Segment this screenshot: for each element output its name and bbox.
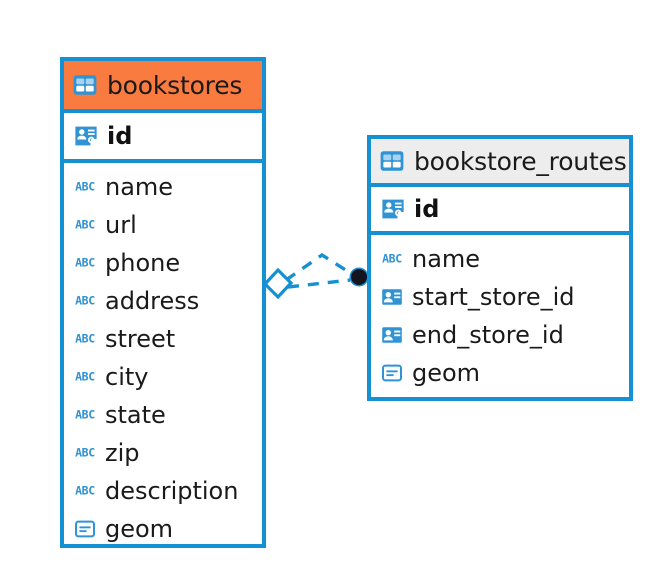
attribute-label: description (105, 477, 239, 505)
abc-text-icon: ABC (380, 247, 404, 271)
geometry-blob-icon (73, 517, 97, 541)
attribute-row-zip[interactable]: ABC zip (64, 434, 262, 472)
attribute-label: geom (105, 515, 174, 543)
attribute-list-bookstores: ABC name ABC url ABC p (64, 163, 262, 554)
attribute-row-id[interactable]: id (371, 187, 629, 235)
svg-text:ABC: ABC (75, 218, 95, 232)
geometry-blob-icon (380, 361, 404, 385)
attribute-label: end_store_id (412, 321, 564, 349)
attribute-label: name (105, 173, 174, 201)
abc-text-icon: ABC (73, 213, 97, 237)
entity-header-bookstore-routes[interactable]: bookstore_routes (371, 139, 629, 187)
attribute-label: city (105, 363, 149, 391)
abc-text-icon: ABC (73, 289, 97, 313)
attribute-label: address (105, 287, 200, 315)
attribute-row-address[interactable]: ABC address (64, 282, 262, 320)
attribute-label: id (414, 195, 440, 223)
svg-text:ABC: ABC (75, 256, 95, 270)
attribute-row-geom[interactable]: geom (64, 510, 262, 548)
attribute-label: url (105, 211, 137, 239)
entity-bookstore-routes[interactable]: bookstore_routes id (367, 135, 633, 401)
attribute-row-start-store-id[interactable]: start_store_id (371, 278, 629, 316)
abc-text-icon: ABC (73, 403, 97, 427)
entity-header-bookstores[interactable]: bookstores (64, 61, 262, 113)
svg-text:ABC: ABC (382, 252, 402, 266)
abc-text-icon: ABC (73, 251, 97, 275)
primary-key-card-icon (73, 123, 99, 149)
attribute-row-end-store-id[interactable]: end_store_id (371, 316, 629, 354)
attribute-row-state[interactable]: ABC state (64, 396, 262, 434)
svg-text:ABC: ABC (75, 180, 95, 194)
attribute-label: zip (105, 439, 140, 467)
foreign-key-card-icon (380, 285, 404, 309)
svg-text:ABC: ABC (75, 370, 95, 384)
entity-bookstores[interactable]: bookstores id (60, 57, 266, 548)
attribute-row-city[interactable]: ABC city (64, 358, 262, 396)
entity-name-label: bookstores (107, 70, 243, 100)
attribute-label: start_store_id (412, 283, 575, 311)
attribute-row-id[interactable]: id (64, 113, 262, 163)
relationship-line-upper (285, 252, 353, 282)
abc-text-icon: ABC (73, 479, 97, 503)
relationship-line-lower (287, 278, 351, 289)
svg-text:ABC: ABC (75, 484, 95, 498)
table-grid-icon (379, 148, 405, 174)
attribute-label: id (107, 122, 133, 150)
svg-text:ABC: ABC (75, 446, 95, 460)
attribute-label: geom (412, 359, 481, 387)
abc-text-icon: ABC (73, 175, 97, 199)
attribute-row-phone[interactable]: ABC phone (64, 244, 262, 282)
table-grid-icon (72, 72, 98, 98)
svg-text:ABC: ABC (75, 294, 95, 308)
foreign-key-card-icon (380, 323, 404, 347)
primary-key-card-icon (380, 196, 406, 222)
abc-text-icon: ABC (73, 365, 97, 389)
attribute-row-geom[interactable]: geom (371, 354, 629, 392)
attribute-row-name[interactable]: ABC name (371, 240, 629, 278)
filled-circle-marker (351, 269, 367, 285)
attribute-row-street[interactable]: ABC street (64, 320, 262, 358)
abc-text-icon: ABC (73, 327, 97, 351)
attribute-label: phone (105, 249, 181, 277)
filled-circle-marker-rim (349, 267, 369, 287)
abc-text-icon: ABC (73, 441, 97, 465)
attribute-label: state (105, 401, 166, 429)
svg-text:ABC: ABC (75, 332, 95, 346)
attribute-label: street (105, 325, 176, 353)
diamond-open-marker (262, 267, 294, 300)
attribute-list-bookstore-routes: ABC name start_store_id (371, 235, 629, 398)
attribute-label: name (412, 245, 481, 273)
attribute-row-description[interactable]: ABC description (64, 472, 262, 510)
attribute-row-name[interactable]: ABC name (64, 168, 262, 206)
entity-name-label: bookstore_routes (414, 146, 627, 176)
svg-text:ABC: ABC (75, 408, 95, 422)
attribute-row-url[interactable]: ABC url (64, 206, 262, 244)
